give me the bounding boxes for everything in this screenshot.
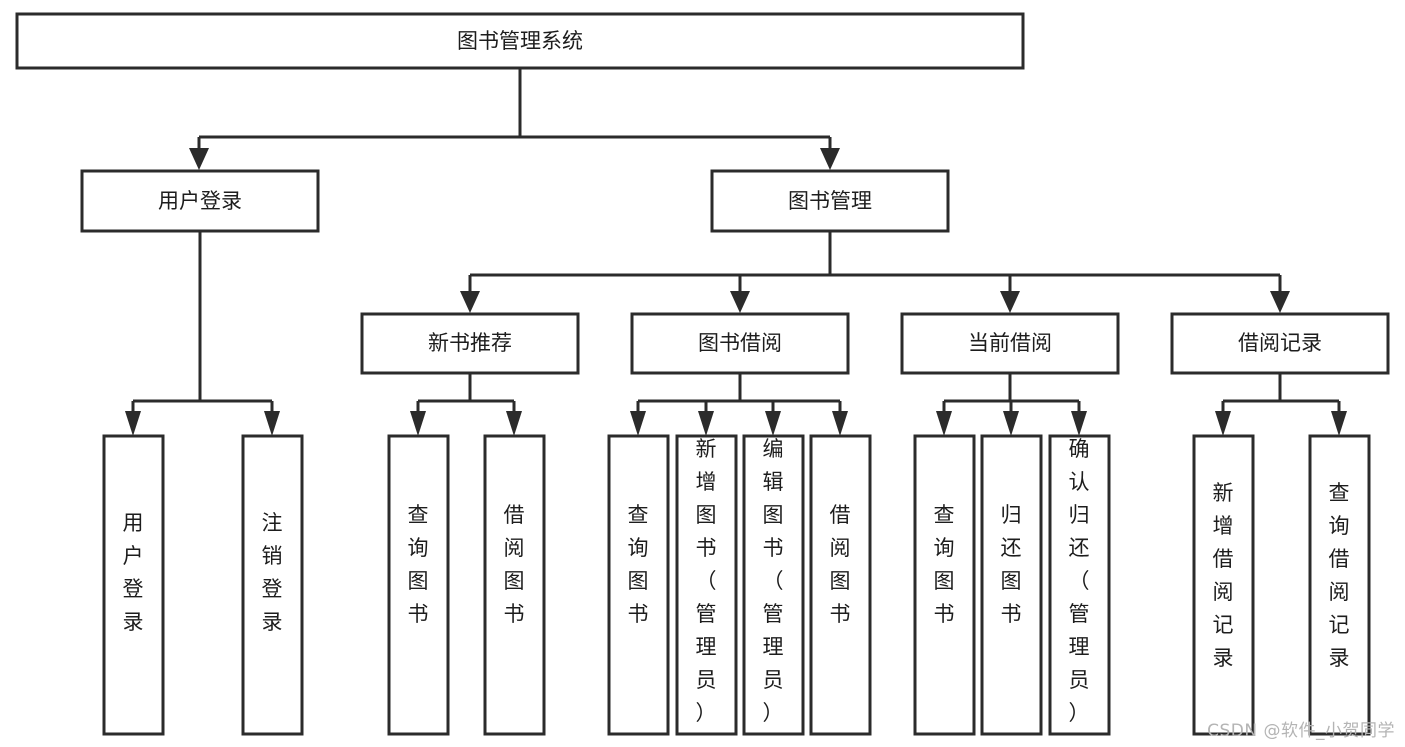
- leaf-query-borrow-record[interactable]: 查询借阅记录: [1308, 434, 1371, 736]
- leaf-box[interactable]: [742, 434, 805, 736]
- leaf-box[interactable]: [483, 434, 546, 736]
- arrow-down-icon: [264, 411, 280, 436]
- book-borrow-label: 图书借阅: [698, 331, 782, 355]
- arrow-down-icon: [936, 411, 952, 436]
- root-box[interactable]: [15, 12, 1025, 70]
- node-user-login[interactable]: 用户登录: [80, 169, 320, 233]
- arrow-down-icon: [506, 411, 522, 436]
- connector-bookmgmt-to-level3: [460, 231, 1290, 313]
- arrow-down-icon: [1071, 411, 1087, 436]
- current-borrow-label: 当前借阅: [968, 331, 1052, 355]
- arrow-down-icon: [730, 291, 750, 313]
- connector-root-to-level2: [189, 68, 840, 170]
- root-label: 图书管理系统: [457, 29, 583, 53]
- arrow-down-icon: [1003, 411, 1019, 436]
- leaf-box[interactable]: [607, 434, 670, 736]
- leaf-label-vertical: 归还图书: [1001, 503, 1022, 626]
- leaf-add-borrow-record[interactable]: 新增借阅记录: [1192, 434, 1255, 736]
- connector-currentborrow-to-leaves: [936, 373, 1087, 436]
- arrow-down-icon: [698, 411, 714, 436]
- leaf-box[interactable]: [1048, 434, 1111, 736]
- leaf-box[interactable]: [809, 434, 872, 736]
- leaf-label-vertical: 借阅图书: [504, 503, 525, 626]
- connector-records-to-leaves: [1215, 373, 1347, 436]
- arrow-down-icon: [189, 148, 209, 170]
- arrow-down-icon: [1000, 291, 1020, 313]
- new-book-label: 新书推荐: [428, 331, 512, 355]
- user-login-label: 用户登录: [158, 189, 242, 213]
- node-current-borrow[interactable]: 当前借阅: [900, 312, 1120, 375]
- leaf-box[interactable]: [980, 434, 1043, 736]
- book-management-box[interactable]: [710, 169, 950, 233]
- borrow-records-label: 借阅记录: [1238, 331, 1322, 355]
- node-book-borrow[interactable]: 图书借阅: [630, 312, 850, 375]
- leaf-label-vertical: 查询图书: [628, 503, 649, 626]
- leaf-user-login[interactable]: 用户登录: [102, 434, 165, 736]
- arrow-down-icon: [832, 411, 848, 436]
- new-book-box[interactable]: [360, 312, 580, 375]
- leaf-add-book-admin[interactable]: 新增图书（管理员）: [675, 434, 738, 736]
- node-new-book-recommend[interactable]: 新书推荐: [360, 312, 580, 375]
- arrow-down-icon: [1331, 411, 1347, 436]
- node-root-system[interactable]: 图书管理系统: [15, 12, 1025, 70]
- arrow-down-icon: [410, 411, 426, 436]
- leaf-box[interactable]: [1192, 434, 1255, 736]
- arrow-down-icon: [820, 148, 840, 170]
- leaf-label-vertical: 新增图书（管理员）: [696, 437, 717, 725]
- leaf-label-vertical: 查询借阅记录: [1329, 481, 1350, 670]
- leaf-label-vertical: 注销登录: [262, 511, 283, 634]
- arrow-down-icon: [460, 291, 480, 313]
- leaf-query-book-current[interactable]: 查询图书: [913, 434, 976, 736]
- leaf-logout-login[interactable]: 注销登录: [241, 434, 304, 736]
- leaf-return-book[interactable]: 归还图书: [980, 434, 1043, 736]
- leaf-box[interactable]: [913, 434, 976, 736]
- arrow-down-icon: [630, 411, 646, 436]
- leaf-label-vertical: 查询图书: [408, 503, 429, 626]
- leaf-label-vertical: 确认归还（管理员）: [1069, 437, 1090, 725]
- leaf-label-vertical: 新增借阅记录: [1213, 481, 1234, 670]
- arrow-down-icon: [765, 411, 781, 436]
- leaf-label-vertical: 借阅图书: [830, 503, 851, 626]
- book-borrow-box[interactable]: [630, 312, 850, 375]
- connector-userlogin-to-leaves: [125, 231, 280, 436]
- leaf-edit-book-admin[interactable]: 编辑图书（管理员）: [742, 434, 805, 736]
- leaf-label-vertical: 查询图书: [934, 503, 955, 626]
- leaf-box[interactable]: [241, 434, 304, 736]
- leaf-query-book-borrow[interactable]: 查询图书: [607, 434, 670, 736]
- node-borrow-records[interactable]: 借阅记录: [1170, 312, 1390, 375]
- connector-bookborrow-to-leaves: [630, 373, 848, 436]
- book-management-label: 图书管理: [788, 189, 872, 213]
- leaf-box[interactable]: [1308, 434, 1371, 736]
- current-borrow-box[interactable]: [900, 312, 1120, 375]
- connector-newbook-to-leaves: [410, 373, 522, 436]
- borrow-records-box[interactable]: [1170, 312, 1390, 375]
- node-book-management[interactable]: 图书管理: [710, 169, 950, 233]
- leaf-box[interactable]: [675, 434, 738, 736]
- leaf-query-book-newbook[interactable]: 查询图书: [387, 434, 450, 736]
- csdn-watermark: CSDN @软件_小贺同学: [1207, 721, 1395, 741]
- leaf-box[interactable]: [102, 434, 165, 736]
- leaf-borrow-book-newbook[interactable]: 借阅图书: [483, 434, 546, 736]
- leaf-borrow-book-borrow[interactable]: 借阅图书: [809, 434, 872, 736]
- arrow-down-icon: [1270, 291, 1290, 313]
- arrow-down-icon: [125, 411, 141, 436]
- leaf-label-vertical: 编辑图书（管理员）: [763, 437, 784, 725]
- leaf-box[interactable]: [387, 434, 450, 736]
- leaf-label-vertical: 用户登录: [123, 511, 144, 634]
- leaf-confirm-return-admin[interactable]: 确认归还（管理员）: [1048, 434, 1111, 736]
- arrow-down-icon: [1215, 411, 1231, 436]
